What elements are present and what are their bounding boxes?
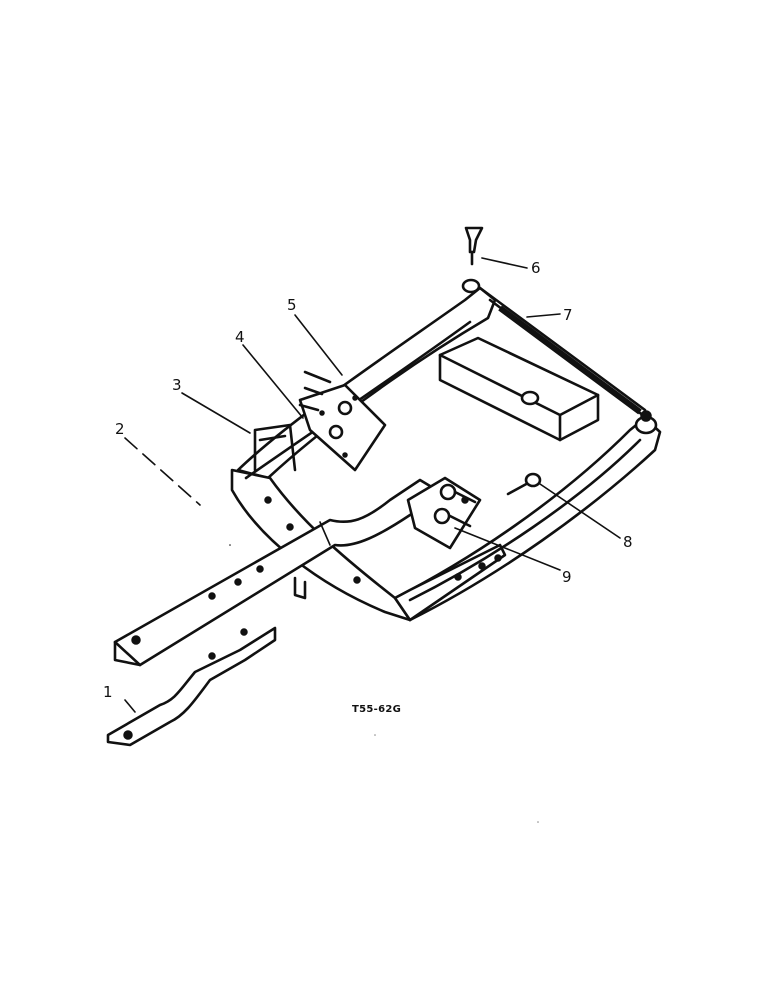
cross-member (438, 336, 600, 442)
callout-3: 3 (172, 376, 182, 394)
offset-drawbar (106, 626, 277, 747)
callout-4: 4 (235, 328, 245, 346)
cross-rod (461, 278, 658, 435)
callout-2: 2 (115, 420, 125, 438)
leader-lines (124, 257, 621, 713)
callout-7: 7 (563, 306, 573, 324)
callout-5: 5 (287, 296, 297, 314)
drawbar (113, 478, 442, 667)
center-plate (406, 476, 482, 550)
pin (506, 472, 542, 496)
linch-pin-icon (464, 226, 484, 266)
u-clamp (253, 423, 297, 472)
callout-1: 1 (103, 683, 113, 701)
clamp-plate (298, 370, 387, 472)
callout-8: 8 (623, 533, 633, 551)
frame-peg (520, 390, 540, 406)
figure-code: T55-62G (352, 704, 401, 715)
callout-9: 9 (562, 568, 572, 586)
callout-6: 6 (531, 259, 541, 277)
